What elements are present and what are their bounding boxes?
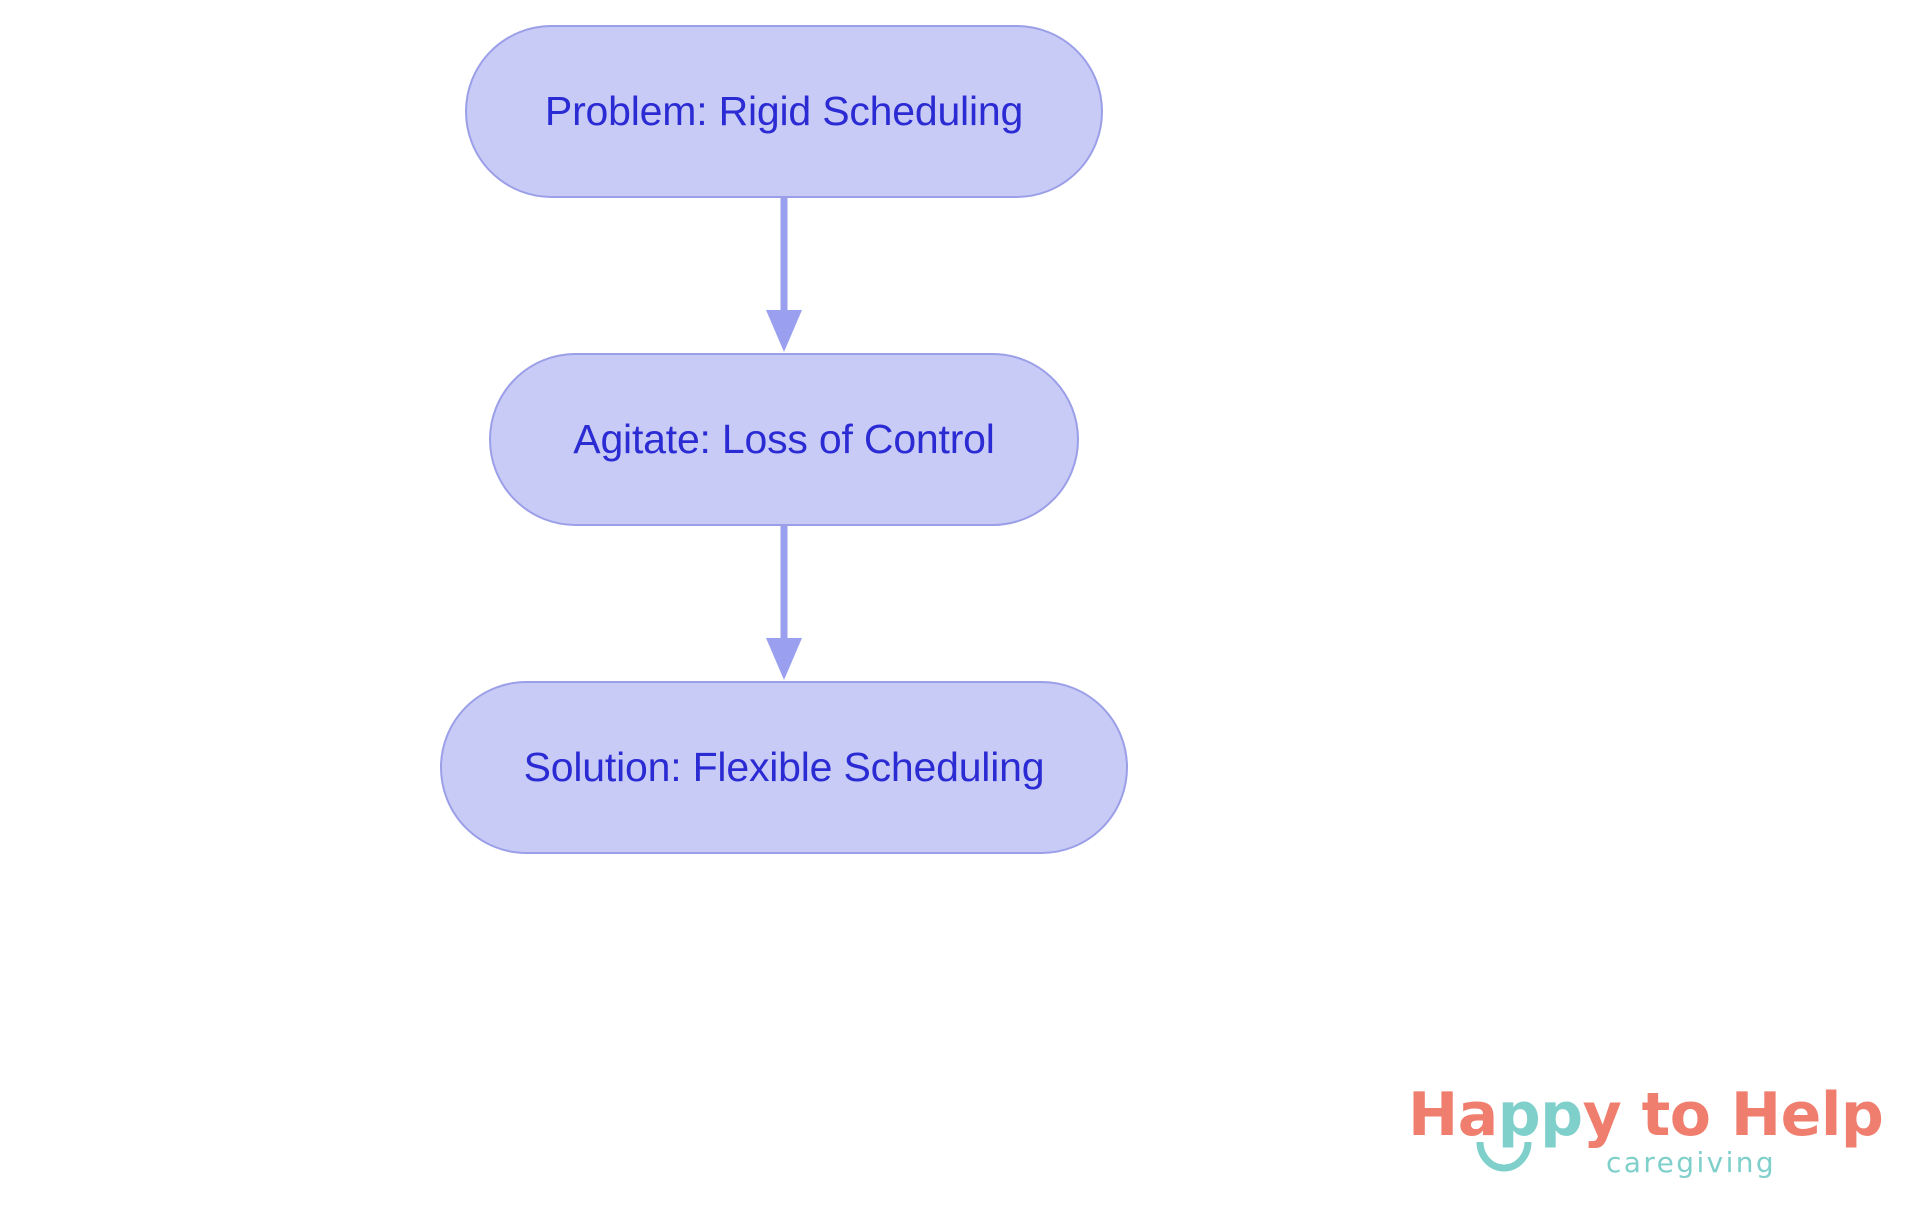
flow-node-solution-label: Solution: Flexible Scheduling	[523, 743, 1045, 790]
brand-logo-to-help: to Help	[1621, 1080, 1884, 1150]
smile-arc-icon	[1476, 1141, 1532, 1172]
brand-logo-y: y	[1582, 1080, 1622, 1150]
flow-node-problem-label: Problem: Rigid Scheduling	[544, 87, 1024, 134]
brand-logo-wordmark: Happy to Help	[1408, 1085, 1884, 1145]
edge-problem-to-agitate	[766, 198, 802, 352]
brand-logo-ha: Ha	[1408, 1080, 1498, 1150]
brand-logo: Happy to Help caregiving	[1408, 1085, 1884, 1195]
flow-node-solution[interactable]: Solution: Flexible Scheduling	[440, 681, 1128, 854]
brand-logo-tagline: caregiving	[1606, 1146, 1777, 1179]
flow-node-agitate[interactable]: Agitate: Loss of Control	[489, 353, 1079, 526]
brand-logo-pp: pp	[1497, 1080, 1583, 1150]
edge-agitate-to-solution	[766, 526, 802, 680]
flow-node-agitate-label: Agitate: Loss of Control	[573, 415, 995, 462]
flow-node-problem[interactable]: Problem: Rigid Scheduling	[465, 25, 1103, 198]
arrow-down-icon	[766, 638, 802, 680]
arrow-down-icon	[766, 310, 802, 352]
flowchart: Problem: Rigid Scheduling Agitate: Loss …	[440, 25, 1128, 854]
